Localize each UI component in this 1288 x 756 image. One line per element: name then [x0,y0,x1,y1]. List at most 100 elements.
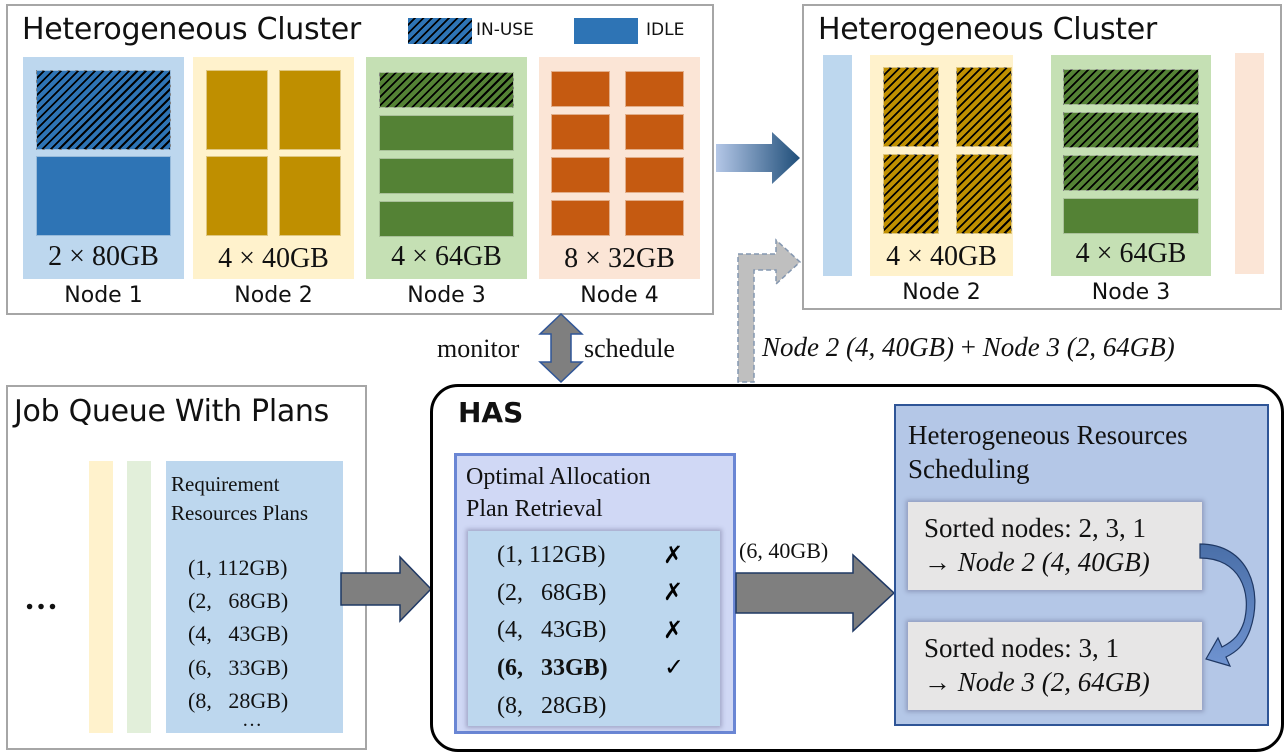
node-3-label: Node 3 [407,283,486,308]
queue-to-has-arrow-icon [340,555,433,623]
schedule-step-2-sorted: Sorted nodes: 3, 1 [924,633,1119,663]
node-3-after-capacity: 4 × 64GB [1075,238,1187,269]
gpu-idle [206,70,268,150]
legend-in-use-label: IN-USE [476,20,534,40]
node-3-capacity: 4 × 64GB [391,241,502,272]
schedule-step-2-result: → Node 3 (2, 64GB) [924,666,1150,699]
job-queue-title: Job Queue With Plans [14,394,329,429]
arrow-right-icon: → [924,667,951,697]
gpu-idle [551,114,610,150]
arrow-right-icon: → [924,547,951,577]
queued-job-yellow [89,461,113,733]
gpu-idle [279,70,341,150]
reject-icon: ✗ [663,616,684,644]
job-plans-more: … [242,709,262,731]
schedule-step-1-sorted: Sorted nodes: 2, 3, 1 [924,513,1146,543]
queued-job-green [127,461,151,733]
node-3-after: 4 × 64GB [1051,55,1211,276]
dashed-result-arrow-icon [737,238,802,383]
schedule-step-1: Sorted nodes: 2, 3, 1 → Node 2 (4, 40GB) [908,502,1202,590]
job-plans-header-2: Resources Plans [171,501,309,525]
node-1-collapsed [823,55,852,276]
cluster-after-title: Heterogeneous Cluster [818,12,1157,47]
retrieval-to-scheduling-arrow-icon [735,553,896,633]
schedule-step-1-result: → Node 2 (4, 40GB) [924,546,1150,579]
gpu-idle [551,71,610,107]
resource-scheduling-title-1: Heterogeneous Resources [908,420,1188,450]
plan-retrieval-title-2: Plan Retrieval [466,496,603,522]
gpu-idle [1063,198,1199,234]
node-1: 2 × 80GB [23,57,184,279]
gpu-in-use [379,72,514,108]
plan-check-item-selected: (6, 33GB) [497,655,608,681]
node-3: 4 × 64GB [366,57,527,279]
selected-plan-label: (6, 40GB) [739,538,829,563]
has-title: HAS [458,396,524,429]
plan-retrieval-box: Optimal Allocation Plan Retrieval (1, 11… [454,453,736,734]
schedule-label: schedule [584,334,675,363]
reject-icon: ✗ [663,541,684,569]
reject-icon: ✗ [663,578,684,606]
plan-check-item: (2, 68GB) [497,580,607,606]
plan-retrieval-title-1: Optimal Allocation [466,464,651,490]
gpu-idle [625,157,684,193]
legend-in-use-swatch [408,18,472,44]
node-2-after: 4 × 40GB [870,55,1013,276]
gpu-idle [625,71,684,107]
result-plus: + [960,332,976,362]
legend-idle-swatch [574,18,638,44]
node-1-label: Node 1 [64,283,143,308]
plan-check-list: (1, 112GB) ✗ (2, 68GB) ✗ (4, 43GB) ✗ (6,… [468,531,720,726]
job-plan-item: (2, 68GB) [188,588,289,613]
gpu-in-use [956,154,1012,234]
gpu-idle [379,115,514,151]
node-4-collapsed [1235,53,1264,274]
accept-icon: ✓ [664,653,685,681]
allocation-result-label: Node 2 (4, 40GB) + Node 3 (2, 64GB) [762,332,1175,363]
job-plan-item: (8, 28GB) [188,688,289,713]
result-node-b: Node 3 [982,332,1060,362]
resource-scheduling-box: Heterogeneous Resources Scheduling Sorte… [894,404,1269,726]
result-alloc-b: (2, 64GB) [1066,332,1175,362]
job-plan-item: (4, 43GB) [188,621,289,646]
plan-check-item: (4, 43GB) [497,617,607,643]
curved-next-step-arrow-icon [1199,543,1256,667]
job-plan-item: (1, 112GB) [188,555,288,580]
gpu-idle [379,158,514,194]
schedule-step-2-node: Node 3 (2, 64GB) [957,667,1150,697]
schedule-step-1-node: Node 2 (4, 40GB) [957,547,1150,577]
transition-arrow-icon [716,132,800,184]
result-alloc-a: (4, 40GB) [846,332,954,362]
node-2-after-capacity: 4 × 40GB [886,241,997,272]
node-4: 8 × 32GB [539,57,700,279]
schedule-step-2: Sorted nodes: 3, 1 → Node 3 (2, 64GB) [908,622,1202,710]
job-plans-header-1: Requirement [171,472,280,496]
node-2: 4 × 40GB [193,57,354,279]
gpu-idle [551,200,610,236]
legend-idle-label: IDLE [646,20,685,40]
gpu-in-use [883,67,939,147]
node-4-label: Node 4 [580,283,659,308]
gpu-in-use [1063,155,1199,191]
gpu-idle [625,114,684,150]
node-1-capacity: 2 × 80GB [48,241,159,272]
gpu-idle [551,157,610,193]
gpu-in-use [1063,69,1199,105]
node-3-after-label: Node 3 [1091,280,1171,305]
gpu-in-use [36,70,171,150]
plan-check-item: (8, 28GB) [497,693,607,719]
plan-check-item: (1, 112GB) [497,542,606,568]
gpu-idle [279,156,341,236]
gpu-idle [379,201,514,237]
monitor-label: monitor [437,334,520,363]
resource-scheduling-title-2: Scheduling [908,454,1030,484]
node-2-capacity: 4 × 40GB [218,243,329,274]
gpu-idle [36,156,171,236]
node-2-after-label: Node 2 [902,280,981,305]
cluster-before-title: Heterogeneous Cluster [22,12,361,47]
result-node-a: Node 2 [762,332,840,362]
node-2-label: Node 2 [234,283,313,308]
gpu-in-use [883,154,939,234]
gpu-idle [206,156,268,236]
node-4-capacity: 8 × 32GB [564,243,675,274]
